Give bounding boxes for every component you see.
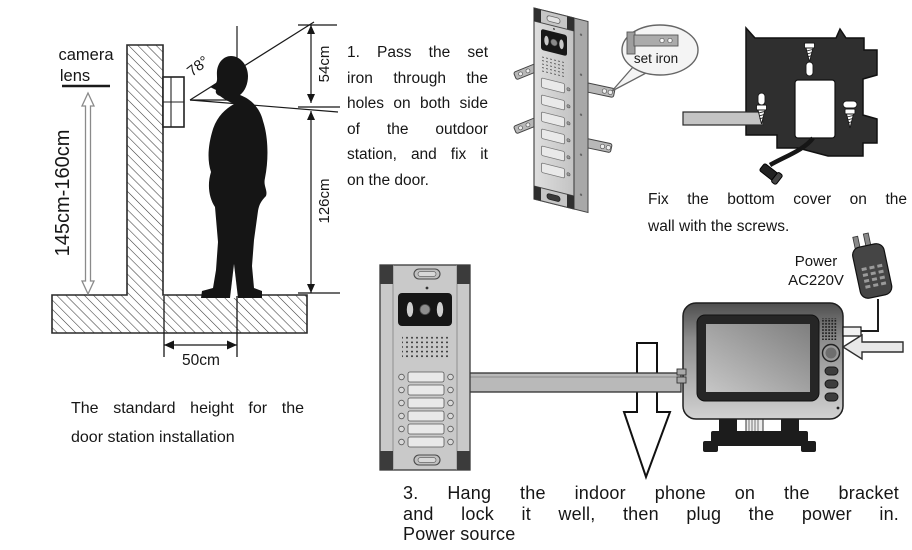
step1-line: on the door. — [347, 171, 429, 189]
screw-right — [844, 108, 856, 129]
call-buttons — [541, 77, 565, 179]
indoor-monitor — [676, 299, 904, 420]
lower-dim-label: 126cm — [316, 178, 333, 223]
connection-wire — [468, 372, 682, 393]
caption-line: The standard height for the — [71, 400, 304, 417]
step3-instruction: 3. Hang the indoor phone on the bracket … — [403, 483, 899, 545]
speaker-grille — [542, 56, 566, 78]
step1-line: holes on both side — [347, 95, 488, 112]
camera-lens — [419, 304, 431, 315]
set-iron-callout-bubble: set iron — [611, 24, 699, 92]
cable-hole — [794, 79, 836, 139]
monitor-screen — [706, 324, 810, 392]
monitor-buttons — [824, 366, 839, 402]
step2-instruction: Fix the bottom cover on the wall with th… — [648, 186, 907, 240]
wire-connector — [676, 368, 687, 376]
outdoor-station-front — [379, 264, 471, 471]
dim-arrows-54 — [307, 25, 315, 103]
bracket-cable — [768, 136, 815, 167]
power-cable — [861, 299, 879, 332]
dimension-126cm — [298, 111, 340, 294]
power-label-line: Power — [794, 253, 838, 270]
monitor-speaker-grille — [822, 318, 837, 340]
upper-dim-label: 54cm — [316, 46, 333, 83]
mic-hole — [553, 28, 555, 30]
keyhole-slot-top — [805, 61, 814, 77]
screw-left — [756, 104, 767, 125]
step3-line: and lock it well, then plug the power in… — [403, 503, 899, 524]
step1-line: station, and fix it — [347, 146, 488, 163]
mic-hole — [425, 286, 429, 290]
step1-instruction: 1. Pass the set iron through the holes o… — [347, 40, 488, 193]
monitor-mic — [836, 406, 840, 410]
keyhole-slot-right — [842, 100, 858, 109]
speaker-grille — [402, 336, 448, 359]
set-iron-label: set iron — [634, 51, 678, 66]
height-range-label: 145cm-160cm — [52, 130, 74, 257]
down-arrow — [622, 342, 672, 480]
power-label-line: AC220V — [788, 272, 844, 289]
step3-line: Power source — [403, 524, 516, 544]
cable-connector — [759, 163, 783, 185]
step1-line: of the outdoor — [347, 120, 488, 138]
wall-floor-cross-section — [51, 44, 308, 334]
dimension-54cm — [298, 24, 340, 108]
width-dim-label: 50cm — [182, 352, 220, 369]
angle-label: 78° — [184, 53, 212, 80]
height-diagram-caption: The standard height for the door station… — [71, 394, 304, 452]
step3-line: 3. Hang the indoor phone on the bracket — [403, 483, 899, 503]
screw-top — [804, 42, 815, 63]
height-diagram: camera lens 145cm-160cm 78° 54cm 126cm 5… — [51, 21, 340, 369]
step2-line: Fix the bottom cover on the — [648, 191, 907, 208]
lens-label: lens — [60, 67, 90, 85]
power-label: Power AC220V — [779, 252, 853, 290]
step3-illustration — [379, 232, 904, 480]
person-silhouette — [201, 56, 268, 298]
station-body — [533, 7, 589, 214]
dimension-50cm — [163, 296, 238, 357]
step1-line: iron through the — [347, 69, 488, 87]
legs-notch — [230, 264, 238, 298]
power-adapter — [852, 232, 893, 299]
camera-lens — [550, 38, 558, 47]
caption-line: door station installation — [71, 429, 235, 446]
call-button-rows — [407, 371, 445, 448]
height-range-arrow — [80, 91, 96, 296]
camera-label: camera — [58, 46, 114, 64]
power-jack — [842, 326, 862, 337]
step2-line: wall with the screws. — [648, 218, 790, 235]
plug-direction-arrow — [841, 333, 904, 361]
bottom-cover-illustration — [682, 26, 878, 185]
keyhole-slot-left — [757, 92, 766, 106]
step1-line: 1. Pass the set — [347, 44, 488, 61]
outdoor-station-tilted: set iron — [513, 7, 699, 214]
mounting-rail — [682, 111, 764, 126]
